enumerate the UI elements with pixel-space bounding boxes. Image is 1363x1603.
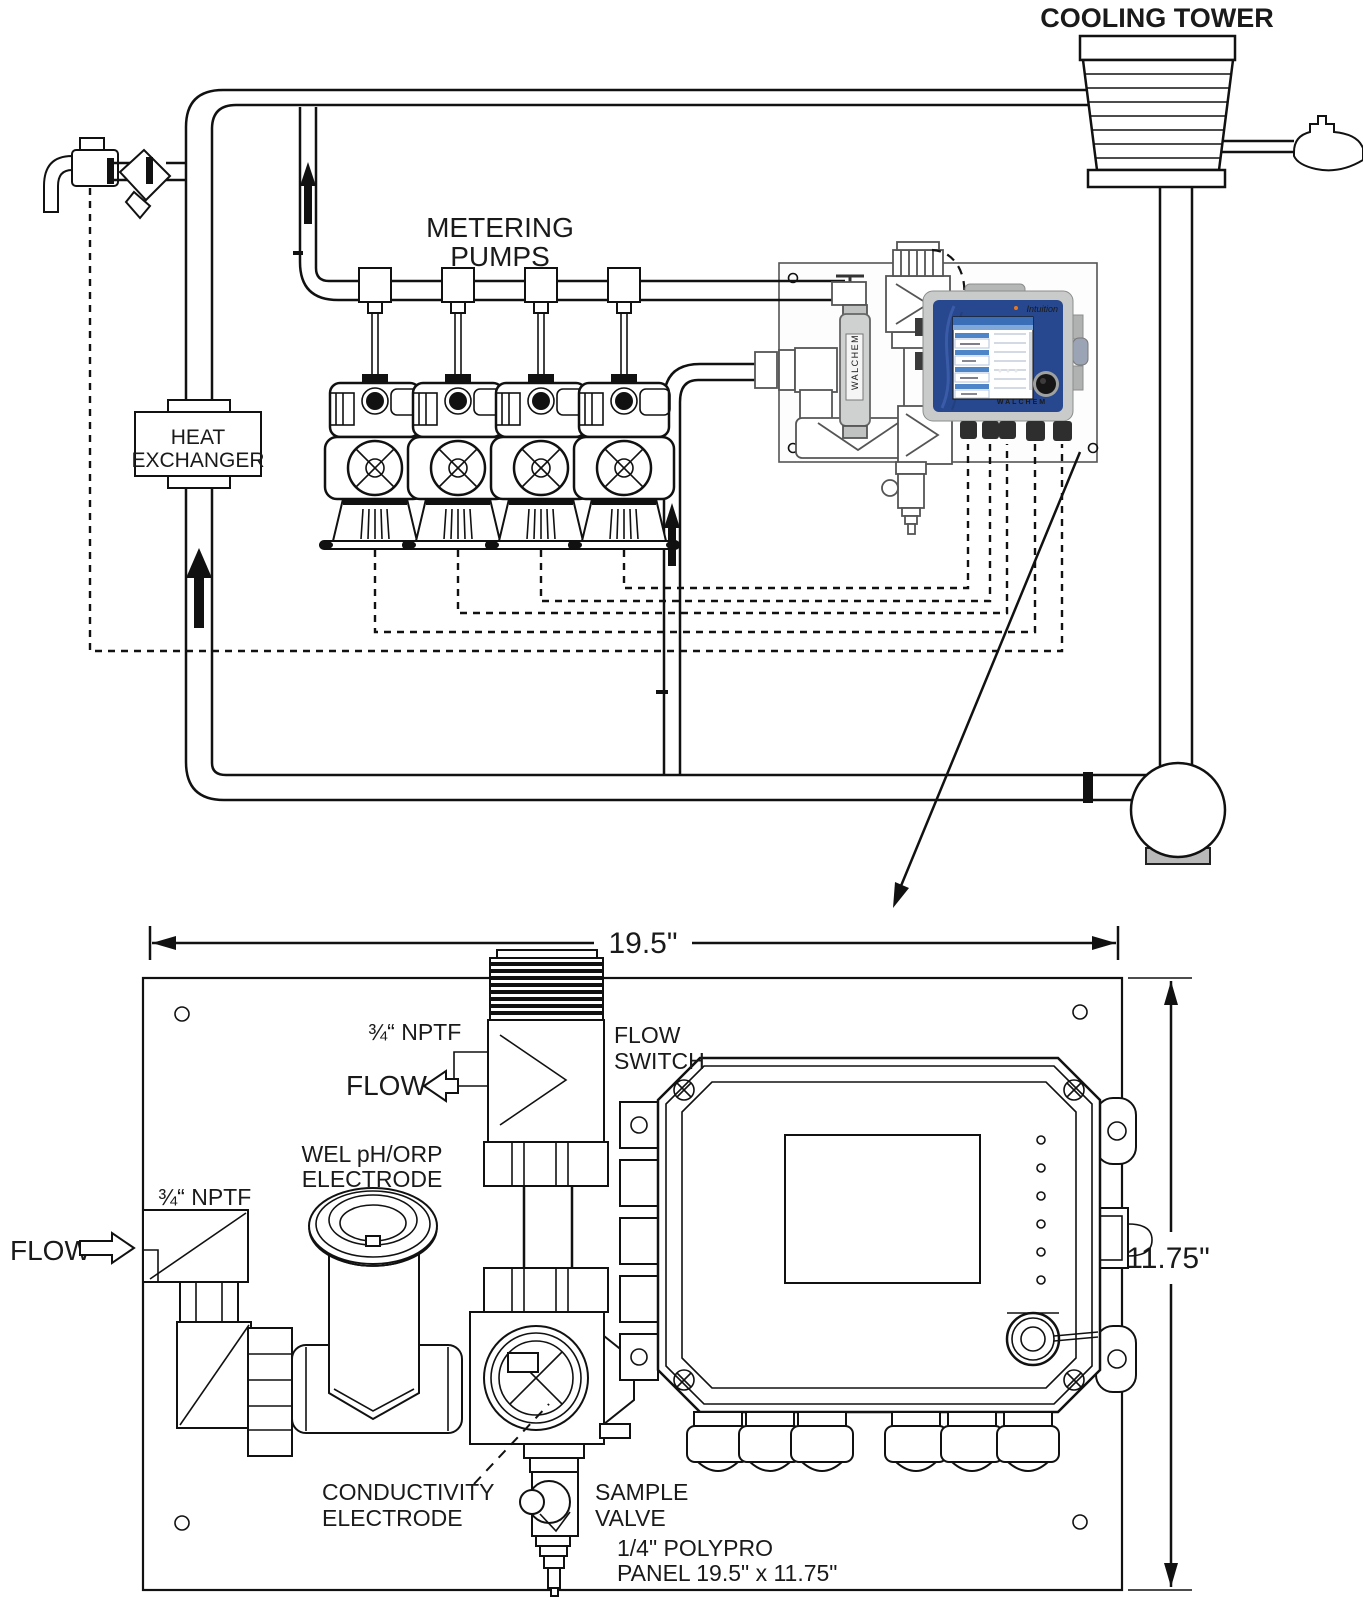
main-loop-pipes — [184, 88, 1150, 803]
dim-width-label: 19.5" — [608, 927, 677, 960]
sample-valve-label-2: VALVE — [595, 1505, 666, 1531]
ph-electrode-label-1: WEL pH/ORP — [301, 1141, 442, 1167]
metering-pumps-label-2: PUMPS — [450, 241, 550, 272]
control-wiring-dashed — [88, 188, 1064, 653]
flow-in-arrow-icon — [79, 1231, 136, 1265]
flow-arrow-up-riser2 — [664, 503, 680, 566]
schematic-top: HEAT EXCHANGER METERING PUMPS COOLING TO… — [43, 3, 1363, 908]
sample-valve-barb — [535, 1535, 571, 1597]
panel-sample-tap — [881, 461, 927, 535]
fan-icon — [1293, 115, 1363, 172]
inlet-assembly — [142, 1209, 293, 1457]
controller-photo: Intuition WALCHEM — [915, 283, 1089, 441]
flow-switch-threads — [489, 957, 604, 1021]
panel-detail-view: 19.5" 11.75" — [10, 926, 1210, 1597]
enclosure-leds — [1036, 1135, 1046, 1285]
panel-note-1: 1/4" POLYPRO — [617, 1535, 773, 1561]
enclosure-knob — [1005, 1311, 1099, 1367]
dim-height-label: 11.75" — [1126, 1242, 1210, 1275]
enclosure-hinges — [619, 1101, 659, 1381]
controller-screen — [952, 316, 1034, 400]
injection-valve — [831, 274, 867, 306]
controller-enclosure — [619, 1056, 1153, 1472]
enclosure-screen — [784, 1134, 981, 1284]
flow-switch-outlet-stub — [453, 1051, 488, 1087]
dimension-width: 19.5" — [148, 926, 1120, 960]
controller-brand-logo: Intuition — [1026, 304, 1058, 314]
cooling-tower: COOLING TOWER — [1040, 3, 1363, 189]
heat-exchanger-label-2: EXCHANGER — [131, 449, 264, 472]
pipe-union-tick — [1083, 772, 1093, 803]
union-upper — [483, 1141, 609, 1187]
recirculation-pump — [1129, 188, 1227, 865]
heat-exchanger: HEAT EXCHANGER — [131, 399, 265, 489]
controller-connectors — [960, 421, 1072, 441]
conductivity-assembly — [469, 1311, 635, 1445]
bleed-spout — [43, 154, 73, 213]
sample-valve-label-1: SAMPLE — [595, 1479, 688, 1505]
inlet-union-nut — [247, 1327, 293, 1457]
cooling-tower-label: COOLING TOWER — [1040, 3, 1274, 33]
flow-switch-label-2: SWITCH — [614, 1048, 705, 1074]
detail-leader-arrow — [893, 451, 1082, 908]
flow-meter: WALCHEM — [839, 304, 871, 439]
heat-exchanger-label-1: HEAT — [171, 426, 226, 449]
ph-electrode-threads — [308, 1187, 438, 1267]
dimension-height: 11.75" — [1126, 977, 1210, 1591]
union-lower — [483, 1267, 609, 1313]
flow-meter-brand: WALCHEM — [850, 334, 860, 390]
flow-in-label: FLOW — [10, 1235, 91, 1266]
conductivity-leader — [473, 1403, 550, 1485]
controller-maker-logo: WALCHEM — [997, 399, 1047, 406]
metering-pumps-label-1: METERING — [426, 212, 574, 243]
flow-out-arrow-icon — [422, 1069, 459, 1103]
panel-plumbing: WALCHEM — [754, 241, 966, 535]
ph-electrode-assembly — [291, 1187, 463, 1434]
nptf-top-label: ¾“ NPTF — [368, 1019, 461, 1045]
ph-electrode-label-2: ELECTRODE — [302, 1166, 443, 1192]
nptf-left-label: ¾“ NPTF — [158, 1184, 251, 1210]
y-strainer — [118, 148, 172, 202]
detail-labels: ¾“ NPTF FLOW FLOW SWITCH WEL pH/ORP ELEC… — [10, 1019, 837, 1586]
flow-arrow-up-left — [186, 548, 212, 628]
flow-switch-label-1: FLOW — [614, 1022, 681, 1048]
conductivity-label-1: CONDUCTIVITY — [322, 1479, 495, 1505]
bleed-valve — [43, 137, 186, 220]
conductivity-label-2: ELECTRODE — [322, 1505, 463, 1531]
flow-switch-cap — [892, 241, 944, 277]
flow-switch-assembly — [453, 949, 609, 1313]
enclosure-screws — [673, 1079, 1085, 1391]
panel-note-2: PANEL 19.5" x 11.75" — [617, 1560, 837, 1586]
sample-valve-assembly — [519, 1443, 585, 1597]
metering-pumps — [317, 372, 682, 551]
flow-out-label: FLOW — [346, 1070, 427, 1101]
flow-arrow-up-riser1 — [300, 162, 316, 224]
